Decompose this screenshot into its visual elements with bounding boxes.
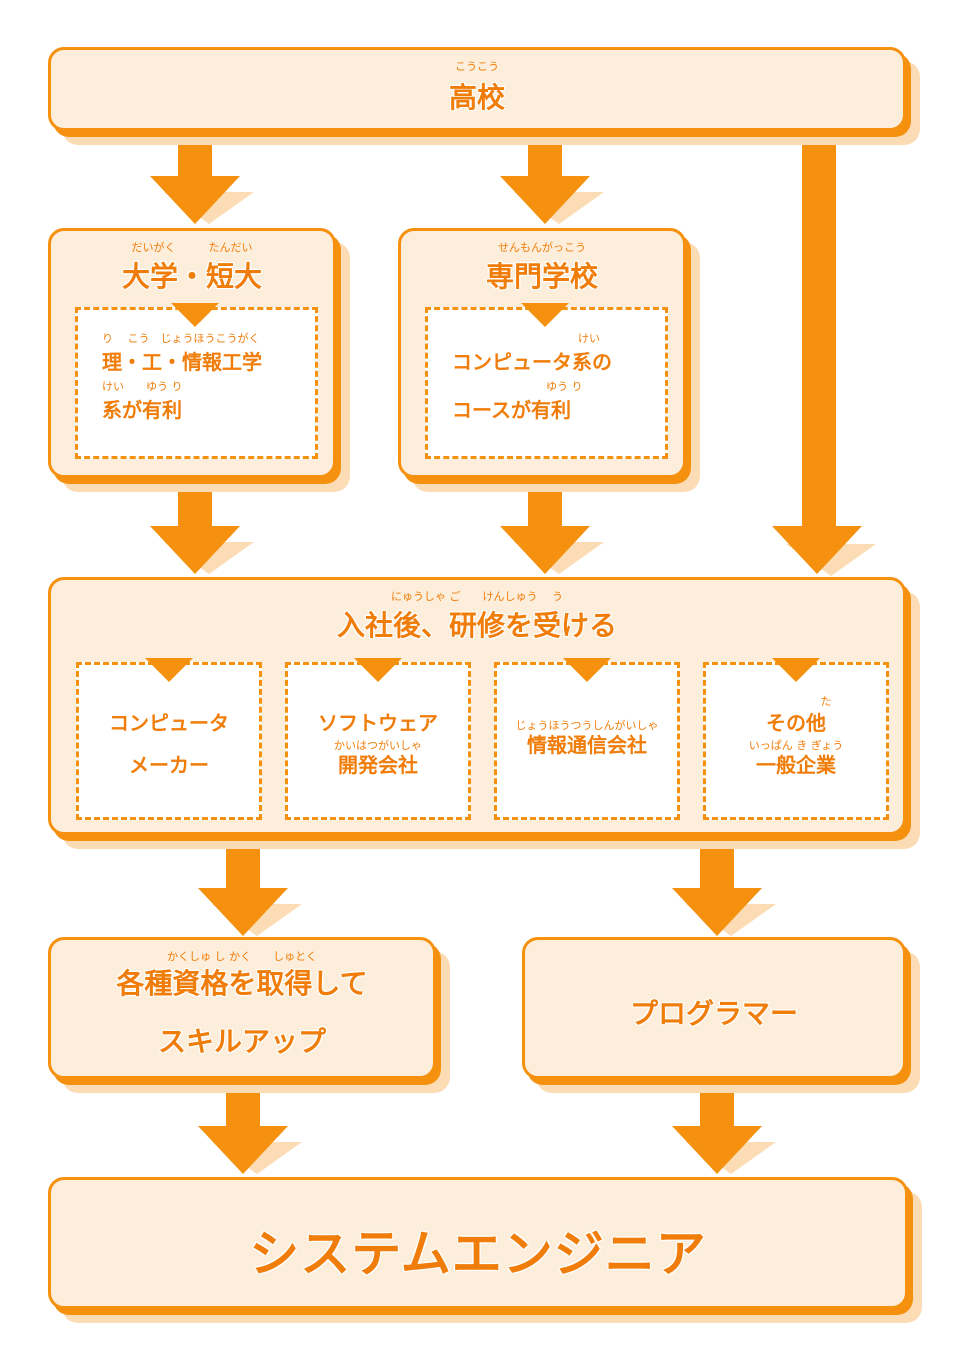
company-pointer-icon	[145, 658, 193, 682]
vocational-note-pointer-icon	[521, 303, 569, 327]
arrow-highschool-to-university	[150, 130, 254, 225]
arrow-training-to-skillup	[198, 838, 302, 938]
arrow-vocational-to-training	[500, 480, 604, 575]
skillup-line-2: スキルアップ	[157, 1025, 326, 1058]
company-pointer-icon	[772, 658, 820, 682]
vocational-label: 専門学校	[485, 260, 598, 293]
system-engineer-label: システムエンジニア	[249, 1225, 707, 1283]
university-box: だいがく たんだい 大学・短大 り こう じょうほうこうがく 理・工・情報工学 …	[48, 228, 336, 478]
training-ruby: にゅうしゃ ご けんしゅう う	[391, 590, 563, 603]
skillup-ruby: かくしゅ し かく しゅとく	[167, 950, 317, 963]
university-note-pointer-icon	[171, 303, 219, 327]
skillup-box: かくしゅ し かく しゅとく 各種資格を取得して スキルアップ	[48, 937, 436, 1079]
company-pointer-icon	[354, 658, 402, 682]
vocational-note-ruby-2: ゆう り	[546, 380, 583, 393]
vocational-note-line-1: コンピュータ系の	[452, 350, 612, 374]
company-box-computer-maker: コンピュータ メーカー	[76, 662, 262, 820]
university-label: 大学・短大	[121, 260, 262, 293]
arrow-programmer-to-se	[672, 1080, 776, 1176]
company-ruby-top: じょうほうつうしんがいしゃ	[515, 719, 659, 732]
arrow-highschool-to-vocational	[500, 130, 604, 225]
training-box: にゅうしゃ ご けんしゅう う 入社後、研修を受ける コンピュータ メーカー ソ…	[48, 577, 906, 835]
company-box-software: ソフトウェア かいはつがいしゃ 開発会社	[285, 662, 471, 820]
company-line-1: ソフトウェア	[318, 711, 438, 735]
university-note-line-2: 系が有利	[102, 398, 182, 422]
vocational-note-box: けい コンピュータ系の ゆう り コースが有利	[425, 307, 668, 459]
university-ruby: だいがく たんだい	[131, 241, 253, 254]
company-box-other: た その他 いっぱん き ぎょう 一般企業	[703, 662, 889, 820]
university-note-line-1: 理・工・情報工学	[102, 350, 262, 374]
arrow-skillup-to-se	[198, 1080, 302, 1176]
arrow-training-to-programmer	[672, 838, 776, 938]
company-line-2: 一般企業	[756, 753, 836, 777]
company-line-1: コンピュータ	[109, 711, 229, 735]
company-ruby-top: た	[820, 695, 832, 708]
arrow-university-to-training	[150, 480, 254, 575]
company-line-2: 開発会社	[338, 753, 418, 777]
company-line-1: その他	[766, 711, 826, 735]
skillup-line-1: 各種資格を取得して	[116, 967, 368, 1000]
high-school-label: 高校	[448, 81, 505, 114]
company-ruby: いっぱん き ぎょう	[748, 739, 844, 752]
company-line-2: メーカー	[129, 753, 209, 777]
university-note-box: り こう じょうほうこうがく 理・工・情報工学 けい ゆう り 系が有利	[75, 307, 318, 459]
company-pointer-icon	[563, 658, 611, 682]
vocational-note-ruby-1: けい	[578, 332, 600, 345]
company-line-1: 情報通信会社	[527, 733, 647, 757]
high-school-ruby: こうこう	[455, 60, 499, 73]
programmer-label: プログラマー	[629, 997, 798, 1030]
system-engineer-box: システムエンジニア	[48, 1177, 908, 1309]
arrow-highschool-to-training	[772, 130, 876, 576]
vocational-note-line-2: コースが有利	[452, 398, 571, 422]
company-ruby: かいはつがいしゃ	[334, 739, 422, 752]
university-note-ruby-2: けい ゆう り	[102, 380, 183, 393]
programmer-box: プログラマー	[522, 937, 906, 1079]
high-school-box: こうこう 高校	[48, 47, 906, 131]
vocational-ruby: せんもんがっこう	[498, 241, 586, 254]
company-box-ict: じょうほうつうしんがいしゃ 情報通信会社	[494, 662, 680, 820]
training-label: 入社後、研修を受ける	[336, 609, 617, 642]
vocational-box: せんもんがっこう 専門学校 けい コンピュータ系の ゆう り コースが有利	[398, 228, 686, 478]
university-note-ruby-1: り こう じょうほうこうがく	[102, 332, 260, 345]
